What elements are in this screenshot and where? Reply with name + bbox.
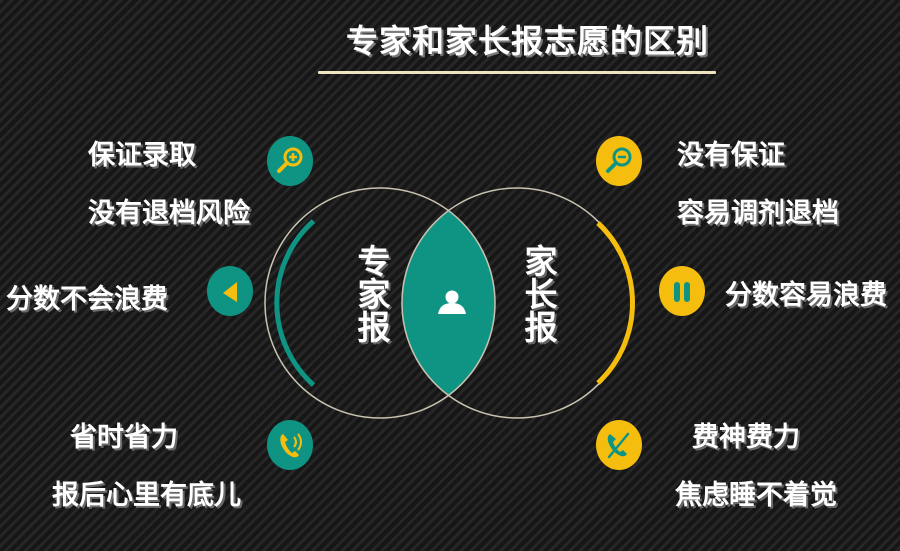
person-icon: [438, 290, 466, 314]
left-item-3-line-1: 省时省力: [70, 422, 178, 453]
right-accent-arc: [596, 221, 635, 385]
left-item-1-line-2: 没有退档风险: [88, 198, 250, 229]
play-left-icon: [207, 266, 253, 316]
left-accent-arc: [274, 219, 316, 387]
left-item-1-line-1: 保证录取: [88, 140, 196, 171]
right-circle-label: 家长报: [519, 244, 558, 343]
overlap-lens: [402, 188, 495, 418]
right-item-2-line-1: 分数容易浪费: [725, 280, 887, 311]
zoom-in-icon: [267, 136, 313, 186]
left-item-3-line-2: 报后心里有底儿: [52, 480, 241, 511]
pause-icon: [659, 266, 705, 316]
title-underline: [318, 71, 716, 74]
page-title: 专家和家长报志愿的区别: [346, 22, 710, 60]
right-item-3-line-2: 焦虑睡不着觉: [675, 480, 837, 511]
right-item-1-line-2: 容易调剂退档: [677, 198, 839, 229]
right-item-3-line-1: 费神费力: [692, 422, 800, 453]
right-item-1-line-1: 没有保证: [677, 140, 785, 171]
left-circle-outline: [264, 187, 496, 419]
hang-up-icon: [596, 420, 642, 470]
left-circle-label: 专家报: [352, 244, 391, 343]
zoom-out-icon: [596, 136, 642, 186]
left-item-2-line-1: 分数不会浪费: [6, 284, 168, 315]
phone-icon: [267, 420, 313, 470]
